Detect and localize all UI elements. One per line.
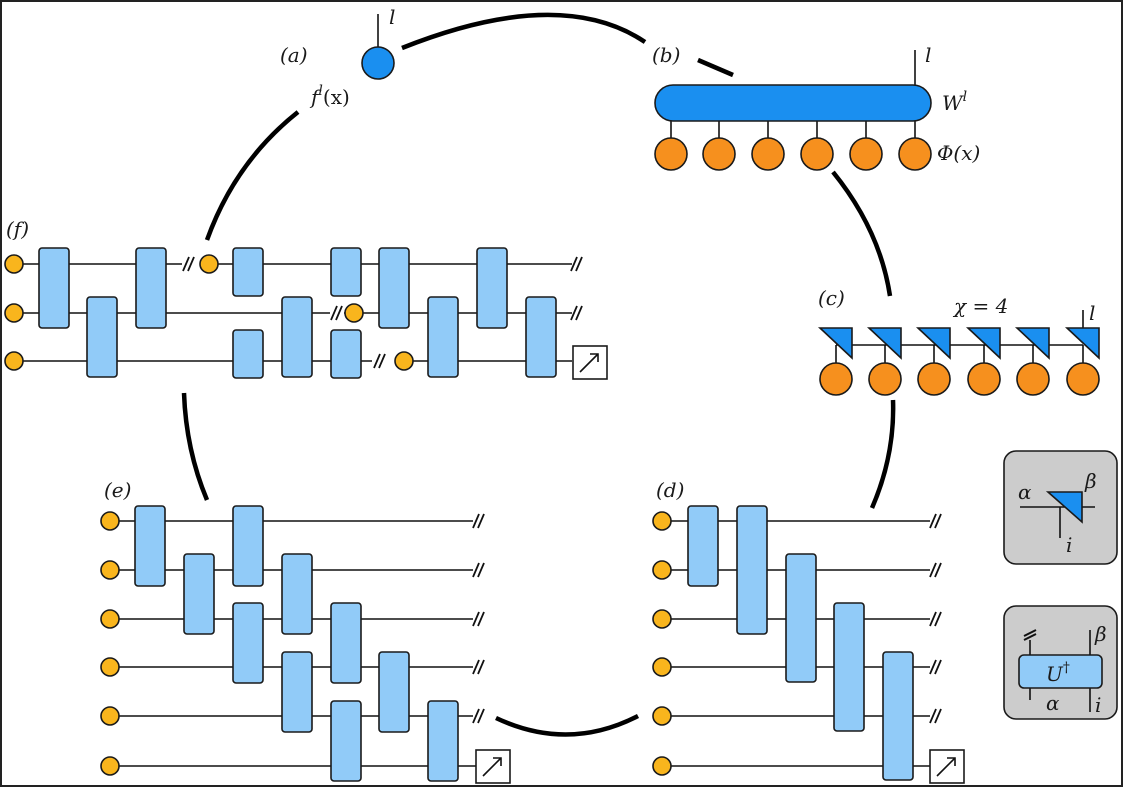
legend-unitary-gate: U†: [1046, 660, 1070, 686]
panel-b-label: (b): [652, 43, 680, 67]
legend-unitary-top-right: β: [1094, 622, 1107, 646]
panel-c-mps-tensors: [817, 327, 1100, 368]
legend-unitary: U† β α i: [1003, 605, 1118, 720]
arc-b-to-c: [831, 170, 893, 297]
panel-c-label: (c): [818, 286, 845, 310]
panel-c-bond-label: χ = 4: [952, 294, 1008, 318]
panel-c-leg-label: l: [1089, 301, 1095, 325]
panel-d-label: (d): [656, 478, 684, 502]
arc-a-to-b: [401, 12, 647, 51]
panel-a-func-sup: l: [318, 83, 322, 99]
legend-mps-right: β: [1084, 469, 1097, 493]
panel-b-leg-label: l: [925, 43, 931, 67]
legend-mps-tensor: α β i: [1003, 450, 1118, 565]
panel-d: (d): [652, 478, 965, 784]
cycle-arrows: [181, 12, 896, 737]
panel-b-feature-label: Φ(x): [937, 141, 980, 165]
legend-unitary-bottom-left: α: [1046, 691, 1060, 715]
panel-f-label: (f): [6, 217, 29, 241]
panel-f: (f): [4, 217, 608, 380]
panel-e: (e): [100, 478, 511, 784]
legend-mps-left: α: [1018, 480, 1032, 504]
panel-a-leg-label: l: [389, 5, 395, 29]
arc-c-to-d: [869, 399, 896, 509]
panel-a-func-arg: (x): [323, 85, 350, 109]
panel-a-function: fl(x): [309, 83, 350, 109]
arc-d-to-e: [495, 713, 640, 737]
panel-a-label: (a): [280, 43, 308, 67]
legend-unitary-bottom-right: i: [1095, 693, 1101, 717]
panel-b-tensor: [654, 84, 932, 122]
panel-c-feature-nodes: [819, 362, 1100, 396]
arc-b-stub: [697, 57, 734, 78]
panel-e-label: (e): [104, 478, 131, 502]
legend-mps-bottom: i: [1066, 533, 1072, 557]
arc-e-to-f: [181, 392, 210, 501]
panel-c: (c) χ = 4 l: [817, 286, 1100, 396]
panel-b: (b) l Wl Φ(x): [652, 43, 980, 171]
panel-b-legs: [670, 120, 916, 140]
arc-f-to-a: [204, 110, 300, 241]
panel-a: (a) l fl(x): [280, 5, 395, 109]
panel-b-tensor-name: Wl: [942, 89, 967, 115]
panel-b-feature-nodes: [654, 137, 932, 171]
panel-a-node: [361, 46, 395, 80]
